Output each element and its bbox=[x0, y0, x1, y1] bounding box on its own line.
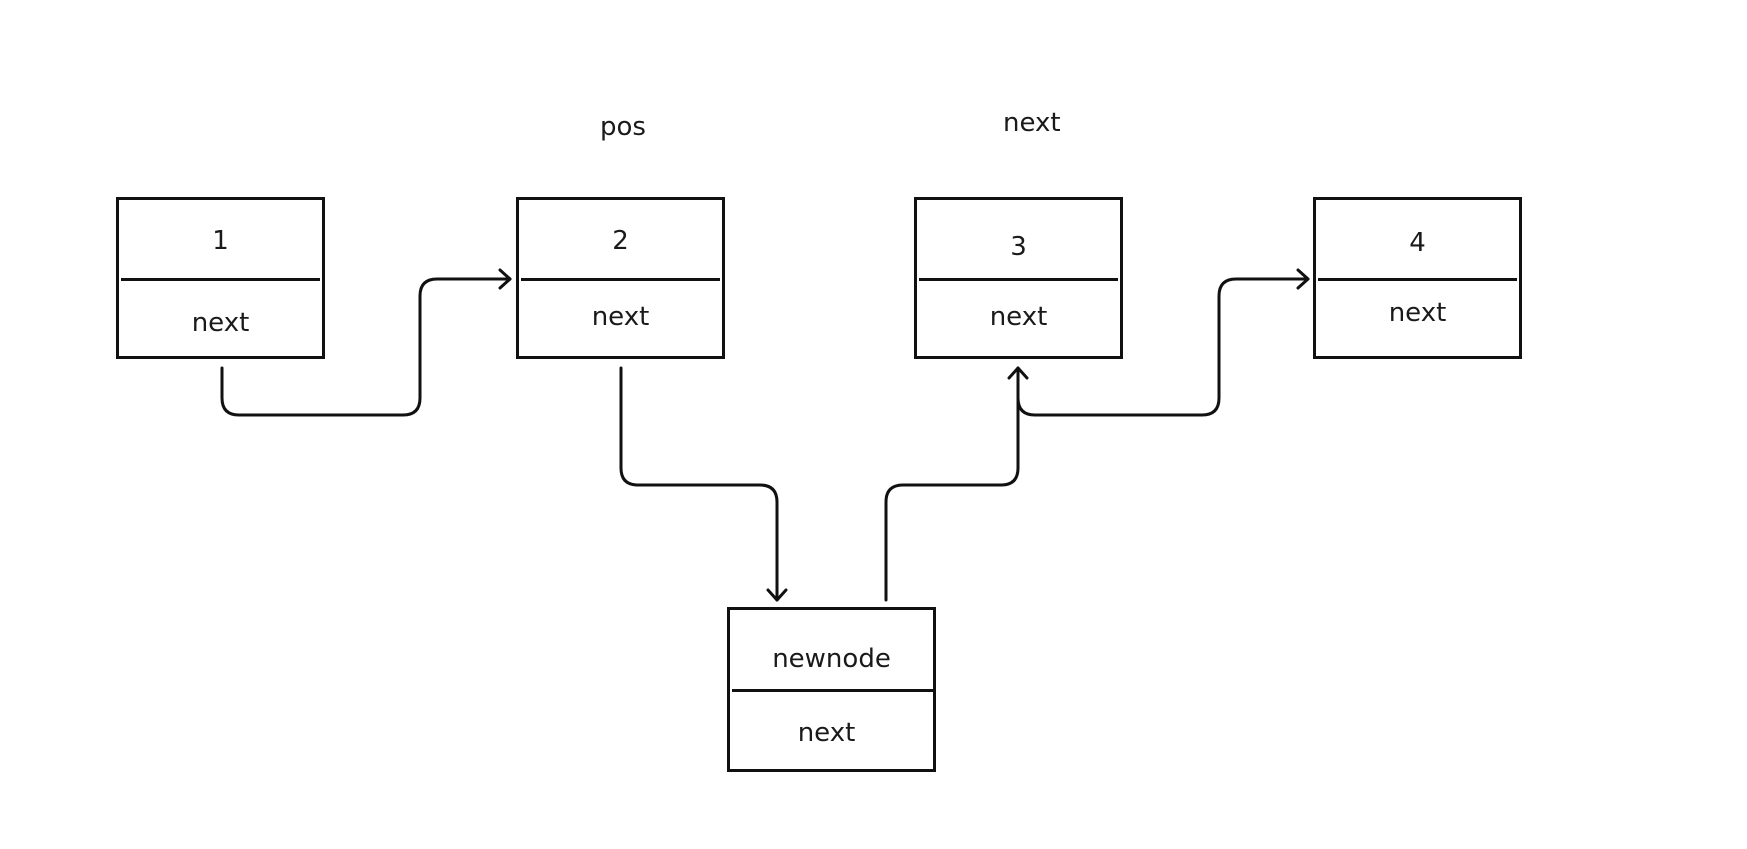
node-value: 1 bbox=[212, 226, 229, 256]
node-divider bbox=[919, 278, 1118, 281]
node-next-field: next bbox=[797, 718, 856, 748]
arrowhead-node2 bbox=[498, 268, 512, 290]
arrowhead-node4 bbox=[1296, 268, 1310, 290]
node-next-field: next bbox=[989, 302, 1048, 332]
node-divider bbox=[1318, 278, 1517, 281]
node-divider bbox=[121, 278, 320, 281]
arrow-node1-to-node2 bbox=[220, 277, 512, 417]
arrow-newnode-to-node3 bbox=[884, 366, 1020, 602]
node-next-field: next bbox=[1388, 298, 1447, 328]
list-node-4: 4 next bbox=[1313, 197, 1522, 359]
list-node-3: 3 next bbox=[914, 197, 1123, 359]
arrowhead-newnode bbox=[766, 588, 788, 602]
list-node-2: 2 next bbox=[516, 197, 725, 359]
list-node-1: 1 next bbox=[116, 197, 325, 359]
arrowhead-node3 bbox=[1007, 366, 1029, 380]
arrow-node2-to-newnode bbox=[619, 366, 779, 602]
arrow-node3-to-node4 bbox=[1016, 277, 1310, 417]
node-next-field: next bbox=[191, 308, 250, 338]
node-value: 2 bbox=[612, 226, 629, 256]
node-divider bbox=[521, 278, 720, 281]
node-divider bbox=[732, 689, 936, 692]
node-next-field: next bbox=[591, 302, 650, 332]
node-value: 4 bbox=[1409, 228, 1426, 258]
next-pointer-label: next bbox=[1003, 108, 1061, 138]
node-value: newnode bbox=[772, 644, 891, 674]
node-value: 3 bbox=[1010, 232, 1027, 262]
new-node: newnode next bbox=[727, 607, 936, 772]
pos-label: pos bbox=[600, 112, 646, 142]
